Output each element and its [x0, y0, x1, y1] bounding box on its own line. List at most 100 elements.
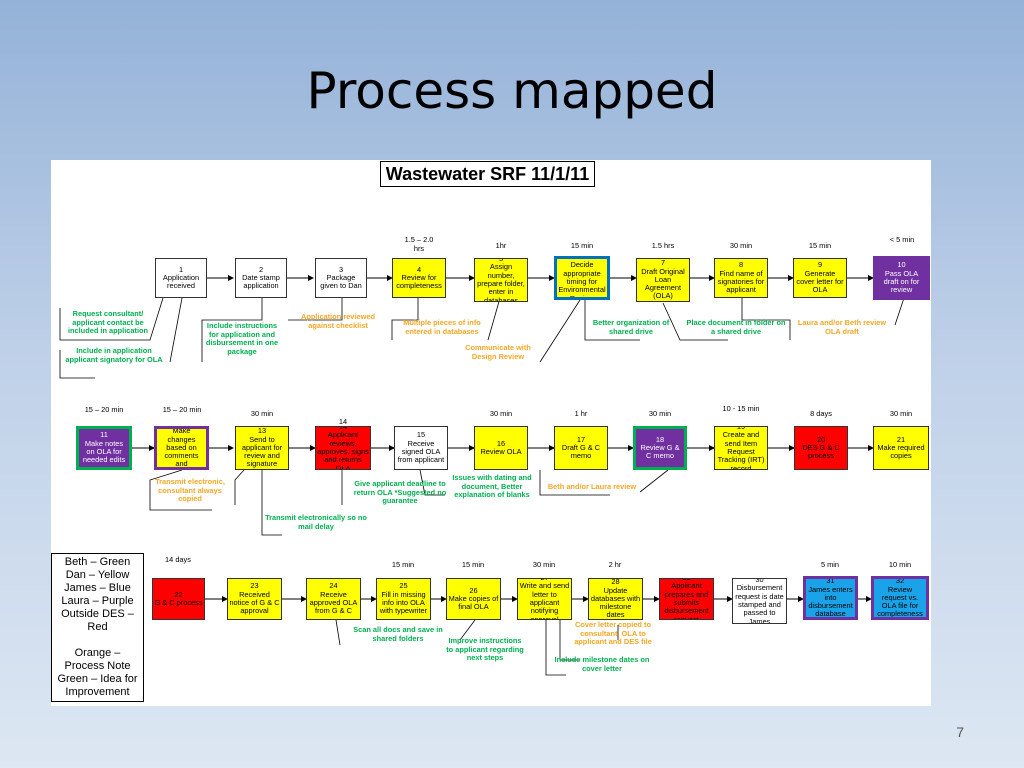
time-step-25: 15 min [391, 560, 415, 569]
legend-line [52, 634, 143, 647]
time-step-8: 30 min [729, 241, 753, 250]
improvement-note-7: Better organization of shared drive [592, 318, 670, 336]
step-21-number: 21 [896, 434, 906, 444]
time-step-5: 1hr [495, 241, 507, 250]
improvement-note-11: Transmit electronically so no mail delay [265, 513, 367, 531]
step-24-number: 24 [329, 581, 338, 591]
improvement-note-16: Improve instructions to applicant regard… [446, 636, 524, 663]
step-25-number: 25 [399, 581, 408, 591]
step-23-number: 23 [250, 581, 259, 591]
step-28-number: 28 [611, 578, 620, 587]
step-11-label: Make notes on OLA for needed edits [82, 438, 126, 465]
step-22-label: G & C process [154, 598, 203, 607]
time-step-21: 30 min [889, 409, 913, 418]
time-step-31: 5 min [820, 560, 840, 569]
time-step-32: 10 min [888, 560, 912, 569]
step-20-label: DES G & C process [802, 442, 840, 461]
process-step-12: 12Make changes based on comments and agr… [154, 426, 209, 470]
step-27-label: Write and send letter to applicant notif… [519, 581, 570, 620]
legend-line: Laura – Purple [61, 595, 134, 607]
time-step-10: < 5 min [889, 235, 915, 244]
step-7-number: 7 [660, 258, 666, 268]
time-step-16: 30 min [489, 409, 513, 418]
step-7-label: Draft Original Loan Agreement (OLA) [641, 266, 685, 301]
step-9-label: Generate cover letter for OLA [796, 268, 844, 295]
step-17-label: Draft G & C memo [561, 442, 601, 461]
legend-line: Green – Idea for [57, 673, 138, 685]
process-note-6: Communicate with Design Review [465, 343, 531, 361]
step-16-label: Review OLA [480, 447, 522, 456]
improvement-note-3: Include instructions for application and… [205, 321, 279, 357]
step-32-number: 32 [895, 576, 905, 586]
step-6-label: Decide appropriate timing for Environmen… [558, 260, 606, 300]
step-23-label: Received notice of G & C approval [229, 589, 280, 616]
process-step-29: 29Applicant prepares and submits disburs… [659, 578, 714, 620]
step-20-number: 20 [816, 434, 826, 444]
step-15-label: Receive signed OLA from applicant [397, 438, 445, 465]
step-25-label: Fill in missing info into OLA with typew… [379, 589, 428, 616]
step-3-number: 3 [338, 264, 344, 274]
improvement-note-1: Request consultant/ applicant contact be… [67, 309, 149, 336]
improvement-note-8: Place document in folder on a shared dri… [686, 318, 786, 336]
step-30-number: 30 [755, 578, 764, 585]
process-note-4: Application reviewed against checklist [301, 312, 375, 330]
legend-line: Beth – Green [64, 556, 131, 568]
step-1-number: 1 [178, 264, 184, 274]
time-step-13: 30 min [250, 409, 274, 418]
step-28-label: Update databases with milestone dates [590, 585, 641, 620]
time-step-11: 15 – 20 min [84, 405, 124, 414]
step-5-label: Assign number, prepare folder, enter in … [477, 262, 525, 302]
step-19-number: 19 [736, 426, 746, 432]
step-13-number: 13 [257, 426, 267, 436]
step-21-label: Make required copies [877, 442, 925, 461]
step-13-label: Send to applicant for review and signatu… [241, 434, 283, 469]
step-26-number: 26 [469, 585, 478, 595]
legend-line: Outside DES – [61, 608, 134, 620]
step-11-number: 11 [100, 430, 108, 440]
time-step-28: 2 hr [608, 560, 622, 569]
step-14-label: Applicant reviews, approves, signs and r… [317, 430, 369, 470]
step-22-number: 22 [174, 589, 183, 599]
legend-line: James – Blue [64, 582, 131, 594]
step-31-label: James enters into disbursement database [808, 584, 853, 619]
step-19-label: Create and send Item Request Tracking (I… [717, 430, 765, 470]
process-note-17: Cover letter copied to consultant, OLA t… [574, 620, 652, 647]
improvement-note-15: Scan all docs and save in shared folders [353, 625, 443, 643]
time-step-17: 1 hr [574, 409, 588, 418]
step-10-number: 10 [897, 260, 906, 270]
step-1-label: Application received [162, 272, 200, 291]
time-step-12: 15 – 20 min [162, 405, 202, 414]
step-12-number: 12 [177, 426, 185, 427]
step-10-label: Pass OLA draft on for review [883, 268, 920, 295]
step-18-number: 18 [655, 434, 665, 444]
step-6-number: 6 [579, 256, 585, 262]
step-12-label: Make changes based on comments and agree… [164, 426, 199, 469]
step-29-label: Applicant prepares and submits disbursem… [664, 581, 709, 620]
time-step-9: 15 min [808, 241, 832, 250]
time-step-18: 30 min [648, 409, 672, 418]
